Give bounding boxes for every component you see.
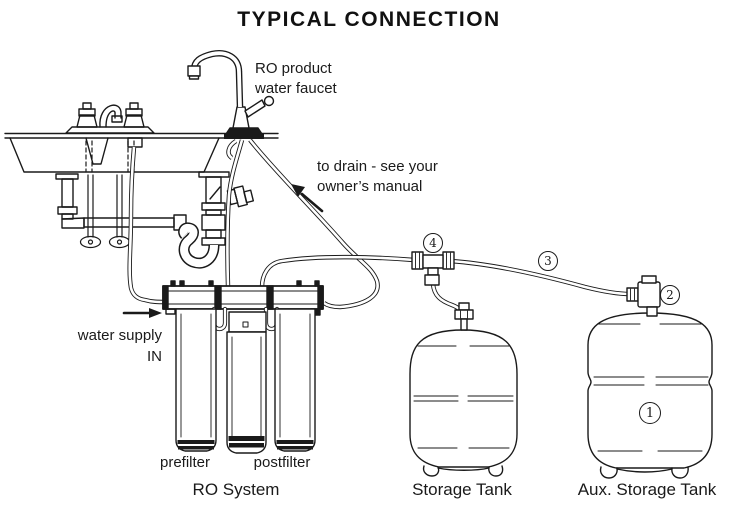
postfilter-cartridge <box>274 308 316 452</box>
storage-tank-port <box>454 302 474 331</box>
callout-2-aux-valve: 2 <box>660 285 680 305</box>
storage-tank <box>409 329 518 477</box>
to-drain-arrow <box>291 184 324 213</box>
sink-faucet <box>65 102 155 134</box>
sink-assembly <box>4 102 279 269</box>
callout-1-aux-tank: 1 <box>639 402 661 424</box>
left-drain-pipe <box>55 173 187 231</box>
aux-storage-tank-label: Aux. Storage Tank <box>577 480 717 499</box>
ro-system <box>162 280 324 454</box>
callout-4-tee: 4 <box>423 233 443 253</box>
aux-storage-tank <box>587 312 713 479</box>
membrane-cartridge <box>226 311 267 454</box>
storage-tank-label: Storage Tank <box>412 480 512 499</box>
ro-system-label: RO System <box>192 480 280 499</box>
prefilter-label: prefilter <box>159 454 211 471</box>
ro-product-faucet <box>187 50 275 139</box>
diagram-title: TYPICAL CONNECTION <box>237 8 501 31</box>
faucet-supply-lines <box>79 140 135 249</box>
right-drain-pipe <box>178 171 255 269</box>
tank-tee-fitting <box>411 251 455 286</box>
faucet-spout-tip <box>187 65 201 77</box>
callout-3-tube: 3 <box>538 251 558 271</box>
postfilter-label: postfilter <box>253 454 311 471</box>
feed-adapter <box>127 137 143 148</box>
water-supply-arrow <box>122 308 162 318</box>
prefilter-cartridge <box>175 308 217 452</box>
faucet-handle-lever <box>244 99 266 118</box>
aux-tank-valve <box>626 275 661 317</box>
